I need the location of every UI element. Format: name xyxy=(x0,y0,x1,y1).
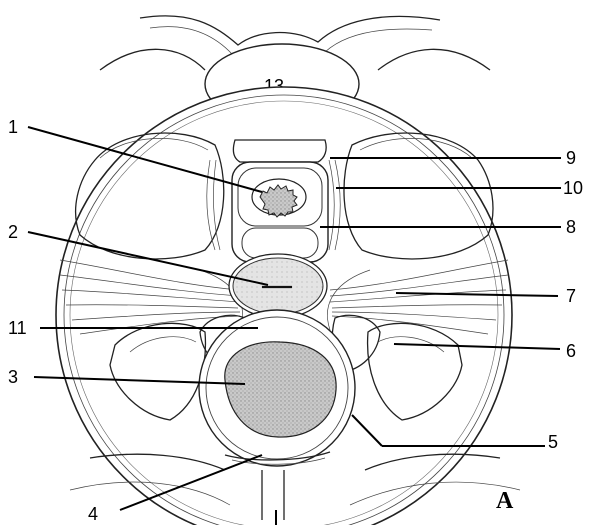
label-1: 1 xyxy=(8,117,18,137)
label-3: 3 xyxy=(8,367,18,387)
label-9: 9 xyxy=(566,148,576,168)
label-2: 2 xyxy=(8,222,18,242)
structure-3-rectum xyxy=(199,310,355,466)
label-5: 5 xyxy=(548,432,558,452)
label-11: 11 xyxy=(8,318,27,338)
label-8: 8 xyxy=(566,217,576,237)
label-6: 6 xyxy=(566,341,576,361)
label-4: 4 xyxy=(88,504,98,524)
panel-letter: A xyxy=(496,488,514,514)
label-10: 10 xyxy=(563,178,583,198)
structure-2 xyxy=(229,254,327,318)
label-7: 7 xyxy=(566,286,576,306)
